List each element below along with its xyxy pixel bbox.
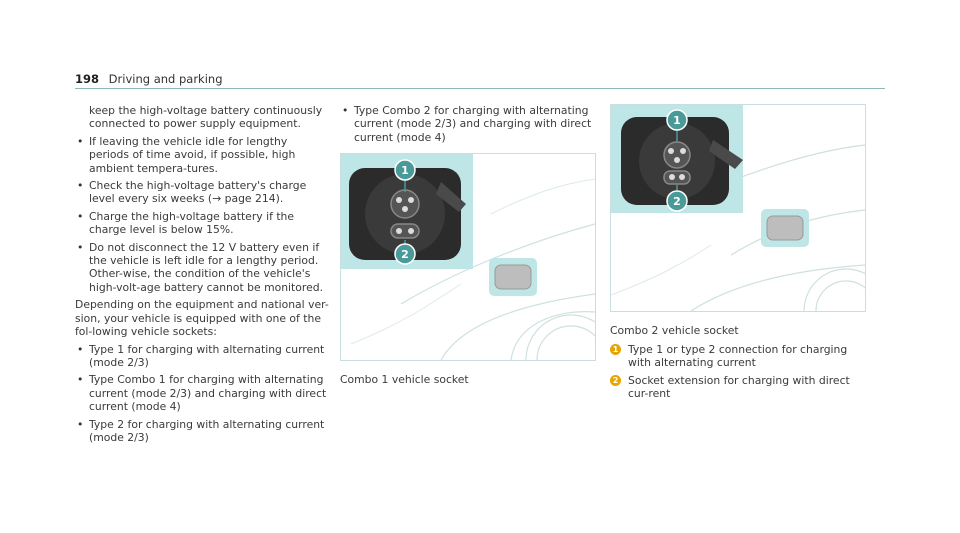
combo1-socket-figure: 1 2: [340, 153, 596, 361]
list-item: If leaving the vehicle idle for lengthy …: [75, 135, 330, 175]
legend-item: 1 Type 1 or type 2 connection for chargi…: [610, 343, 870, 370]
callout-1: 1: [401, 164, 409, 177]
socket-list-continued: Type Combo 2 for charging with alternati…: [340, 104, 596, 144]
page-number: 198: [75, 72, 100, 86]
socket-intro: Depending on the equipment and national …: [75, 298, 329, 339]
figure-caption: Combo 2 vehicle socket: [610, 324, 739, 337]
callout-2: 2: [401, 248, 409, 261]
legend-text: Type 1 or type 2 connection for charging…: [628, 343, 848, 370]
figure-caption: Combo 1 vehicle socket: [340, 373, 469, 386]
combo1-socket-illustration: 1 2: [341, 154, 595, 360]
combo2-socket-illustration: 1 2: [611, 105, 865, 311]
list-item: Check the high-voltage battery's charge …: [75, 179, 330, 206]
list-item: Type Combo 1 for charging with alternati…: [75, 373, 330, 413]
figure-legend: 1 Type 1 or type 2 connection for chargi…: [610, 343, 870, 405]
legend-badge: 2: [610, 374, 621, 386]
page-header: 198 Driving and parking: [75, 72, 223, 86]
combo2-socket-figure: 1 2: [610, 104, 866, 312]
list-item: Do not disconnect the 12 V battery even …: [75, 241, 330, 295]
battery-tips-list: If leaving the vehicle idle for lengthy …: [75, 135, 330, 294]
list-item: Charge the high-voltage battery if the c…: [75, 210, 330, 237]
list-item: Type 2 for charging with alternating cur…: [75, 418, 330, 445]
legend-badge: 1: [610, 344, 621, 355]
section-title: Driving and parking: [108, 72, 223, 86]
socket-list: Type 1 for charging with alternating cur…: [75, 343, 330, 445]
callout-2: 2: [673, 195, 681, 208]
column-middle: Type Combo 2 for charging with alternati…: [340, 104, 596, 148]
list-item: Type Combo 2 for charging with alternati…: [340, 104, 596, 144]
callout-1: 1: [673, 114, 681, 127]
continuation-text: keep the high-voltage battery continuous…: [89, 104, 323, 131]
header-divider: [75, 88, 885, 89]
legend-text: Socket extension for charging with direc…: [628, 373, 850, 401]
legend-item: 2 Socket extension for charging with dir…: [610, 374, 870, 401]
column-left: keep the high-voltage battery continuous…: [75, 104, 330, 448]
list-item: Type 1 for charging with alternating cur…: [75, 343, 330, 370]
